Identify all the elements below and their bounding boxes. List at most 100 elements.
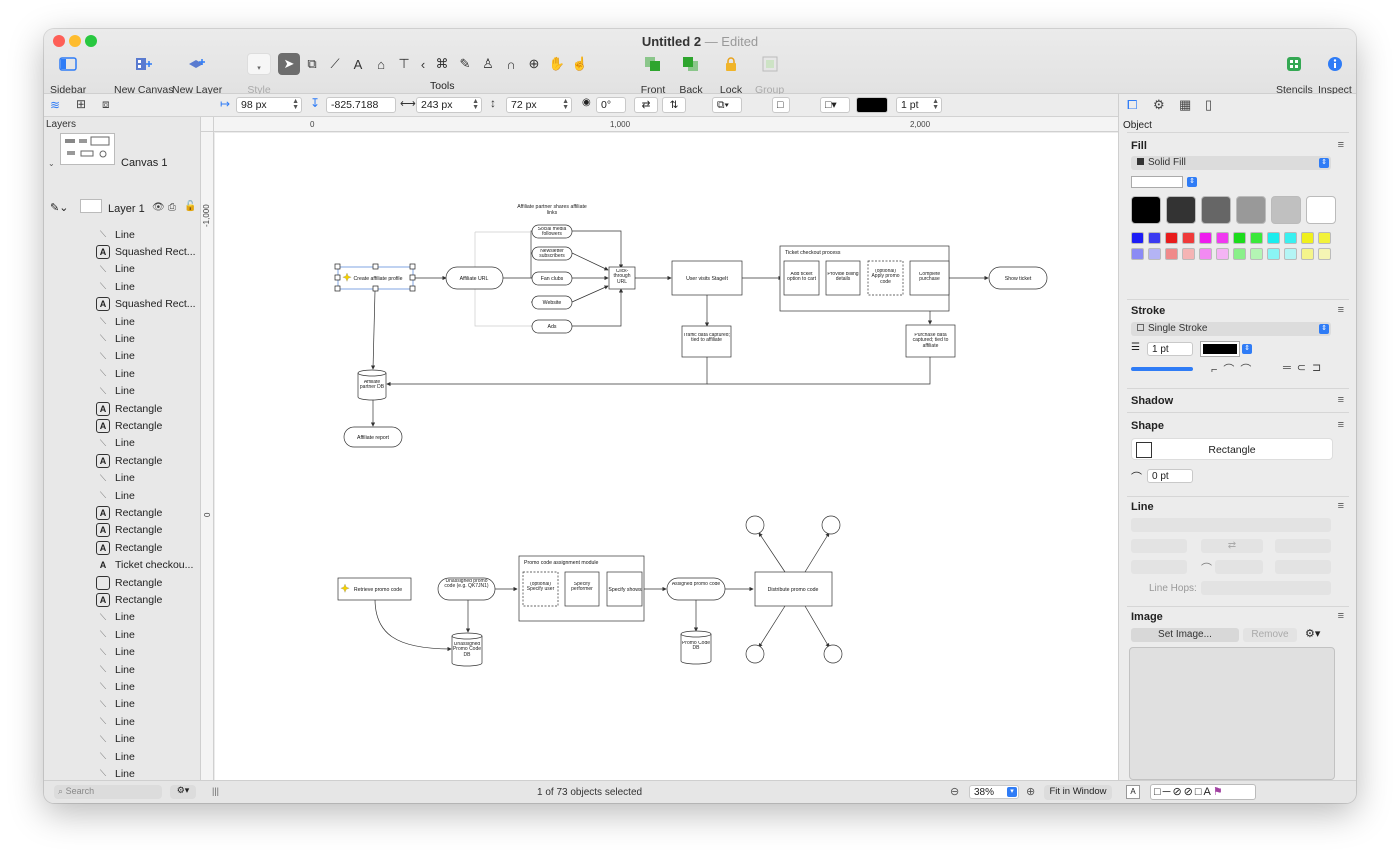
sidebar-button[interactable]: Sidebar [50,53,86,96]
image-menu-icon[interactable]: ≡ [1337,610,1344,622]
line-end-popup[interactable] [1275,539,1331,553]
outline-tab-icon[interactable]: ⊞ [76,97,87,111]
color-swatch[interactable] [1250,248,1263,260]
image-section-header[interactable]: Image [1131,611,1163,623]
color-swatch[interactable] [1216,232,1229,244]
color-swatch[interactable] [1284,232,1297,244]
color-swatch[interactable] [1131,232,1144,244]
layer-list-item[interactable]: ⟍Line [96,278,135,295]
line-start-scale-popup[interactable] [1131,560,1187,574]
style-tray[interactable]: □─⊘⊘□A⚑ [1150,784,1256,800]
corner-radius-field[interactable]: 0 pt [1147,469,1193,483]
hand-tool-icon[interactable]: ✋ [548,56,566,71]
fit-in-window-button[interactable]: Fit in Window [1044,785,1112,800]
color-swatch[interactable] [1267,248,1280,260]
new-layer-button[interactable]: New Layer [172,53,222,96]
layer-list-item[interactable]: ⟍Line [96,383,135,400]
color-swatch[interactable] [1301,248,1314,260]
y-position-field[interactable]: -825.7188 px [326,97,396,113]
bring-to-front-button[interactable]: Front [640,53,666,96]
color-swatch[interactable] [1233,232,1246,244]
layer-list-item[interactable]: ⟍Line [96,748,135,765]
color-swatch[interactable] [1182,232,1195,244]
shadow-menu-icon[interactable]: ≡ [1337,394,1344,406]
magnet-icon[interactable]: ∩ [506,56,516,72]
layer-search-field[interactable]: ⌕ Search [54,785,162,799]
color-swatch[interactable] [1199,232,1212,244]
color-swatch[interactable] [1199,248,1212,260]
layer-list-item[interactable]: ⟍Line [96,731,135,748]
flip-vertical-button[interactable]: ⇅ [662,97,686,113]
zoom-popup-arrow[interactable]: ▾ [1007,787,1017,797]
browse-tool-icon[interactable]: ☝ [571,56,589,71]
shape-section-header[interactable]: Shape [1131,420,1165,432]
hierarchy-tool-icon[interactable]: ⌘ [435,56,449,71]
chevron-left-icon[interactable]: ‹ [420,56,426,72]
color-swatch[interactable] [1318,248,1331,260]
layer-list-item[interactable]: ⟍Line [96,365,135,382]
color-swatch[interactable] [1250,232,1263,244]
width-field[interactable]: 243 px▲▼ [416,97,482,113]
selection-tool-icon[interactable]: ➤ [278,53,300,75]
layer-list-item[interactable]: ⟍Line [96,226,135,243]
line-tool-icon[interactable]: ⟋ [330,56,340,71]
new-canvas-button[interactable]: New Canvas [114,53,174,96]
stroke-menu-icon[interactable]: ≡ [1337,304,1344,316]
line-hops-popup[interactable] [1201,581,1331,595]
gear-icon[interactable]: ⚙▾ [1305,628,1321,640]
lock-button[interactable]: Lock [718,53,744,96]
zoom-window-button[interactable] [85,35,97,47]
fill-color-well[interactable] [1131,176,1183,188]
color-swatch[interactable] [1131,196,1161,224]
remove-image-button[interactable]: Remove [1243,628,1297,642]
zoom-field[interactable]: 38%▾ [969,785,1019,799]
color-swatch[interactable] [1216,248,1229,260]
print-icon[interactable]: ⎙ [168,202,176,213]
group-button[interactable]: Group [755,53,784,96]
shadow-section-header[interactable]: Shadow [1131,395,1174,407]
height-field[interactable]: 72 px▲▼ [506,97,572,113]
zoom-out-icon[interactable]: ⊖ [950,786,960,798]
stencils-button[interactable]: Stencils [1276,53,1313,96]
layer-list-item[interactable]: ⟍Line [96,626,135,643]
pen-tool-icon[interactable]: ⌂ [377,56,385,72]
layer-list-item[interactable]: ⟍Line [96,261,135,278]
line-type-popup[interactable] [1131,518,1331,532]
diagram-tool-icon[interactable]: ⊤ [398,56,410,71]
layer-list-item[interactable]: ⟍Line [96,713,135,730]
layer-list-item[interactable]: ⟍Line [96,470,135,487]
layers-tab-icon[interactable]: ≋ [50,98,61,112]
close-window-button[interactable] [53,35,65,47]
selection-tab-icon[interactable]: ⧈ [102,97,110,111]
canvas-thumbnail[interactable] [60,133,115,165]
image-well[interactable] [1129,647,1335,780]
layer-list-item[interactable]: ⟍Line [96,661,135,678]
layer-list-item[interactable]: ⟍Line [96,644,135,661]
layer-list-item[interactable]: ⟍Line [96,678,135,695]
color-swatch[interactable] [1148,232,1161,244]
chevron-down-icon[interactable]: ⌄ [48,159,55,168]
layer-list-item[interactable]: ⟍Line [96,330,135,347]
stroke-color-popup[interactable]: ⇕ [1242,344,1252,354]
color-swatch[interactable] [1148,248,1161,260]
stroke-section-header[interactable]: Stroke [1131,305,1166,317]
send-to-back-button[interactable]: Back [678,53,704,96]
gear-icon[interactable]: ⚙ [1153,97,1165,112]
fill-color-well[interactable]: □▾ [820,97,850,113]
stroke-width-field[interactable]: 1 pt [1147,342,1193,356]
text-tool-icon[interactable]: A [353,56,363,72]
shadow-popup[interactable]: ⧉▾ [712,97,742,113]
zoom-in-icon[interactable]: ⊕ [1026,786,1036,798]
color-swatch[interactable] [1165,232,1178,244]
visibility-icon[interactable]: 👁 [152,202,165,213]
line-end-scale-popup[interactable] [1275,560,1331,574]
line-section-header[interactable]: Line [1131,501,1154,513]
fill-type-popup[interactable]: Solid Fill⇕ [1131,156,1331,170]
